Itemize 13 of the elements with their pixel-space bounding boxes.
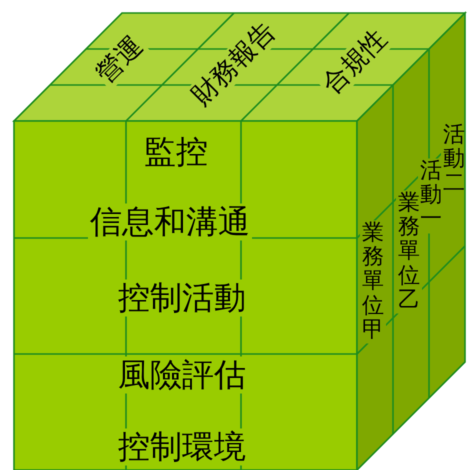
face-label: 財務報告	[187, 17, 281, 111]
face-label: 信息和溝通	[90, 204, 250, 240]
face-label: 業務單位乙	[398, 192, 420, 312]
face-label: 活動二	[443, 124, 465, 196]
cube-front-face	[14, 121, 357, 470]
face-label: 風險評估	[118, 357, 246, 393]
face-label: 營運	[92, 32, 148, 88]
face-label: 合規性	[317, 24, 393, 100]
face-label: 監控	[144, 134, 208, 170]
face-label: 控制活動	[118, 280, 246, 316]
face-label: 業務單位甲	[362, 222, 384, 342]
face-label: 控制環境	[118, 429, 246, 465]
face-label: 活動一	[420, 160, 442, 232]
